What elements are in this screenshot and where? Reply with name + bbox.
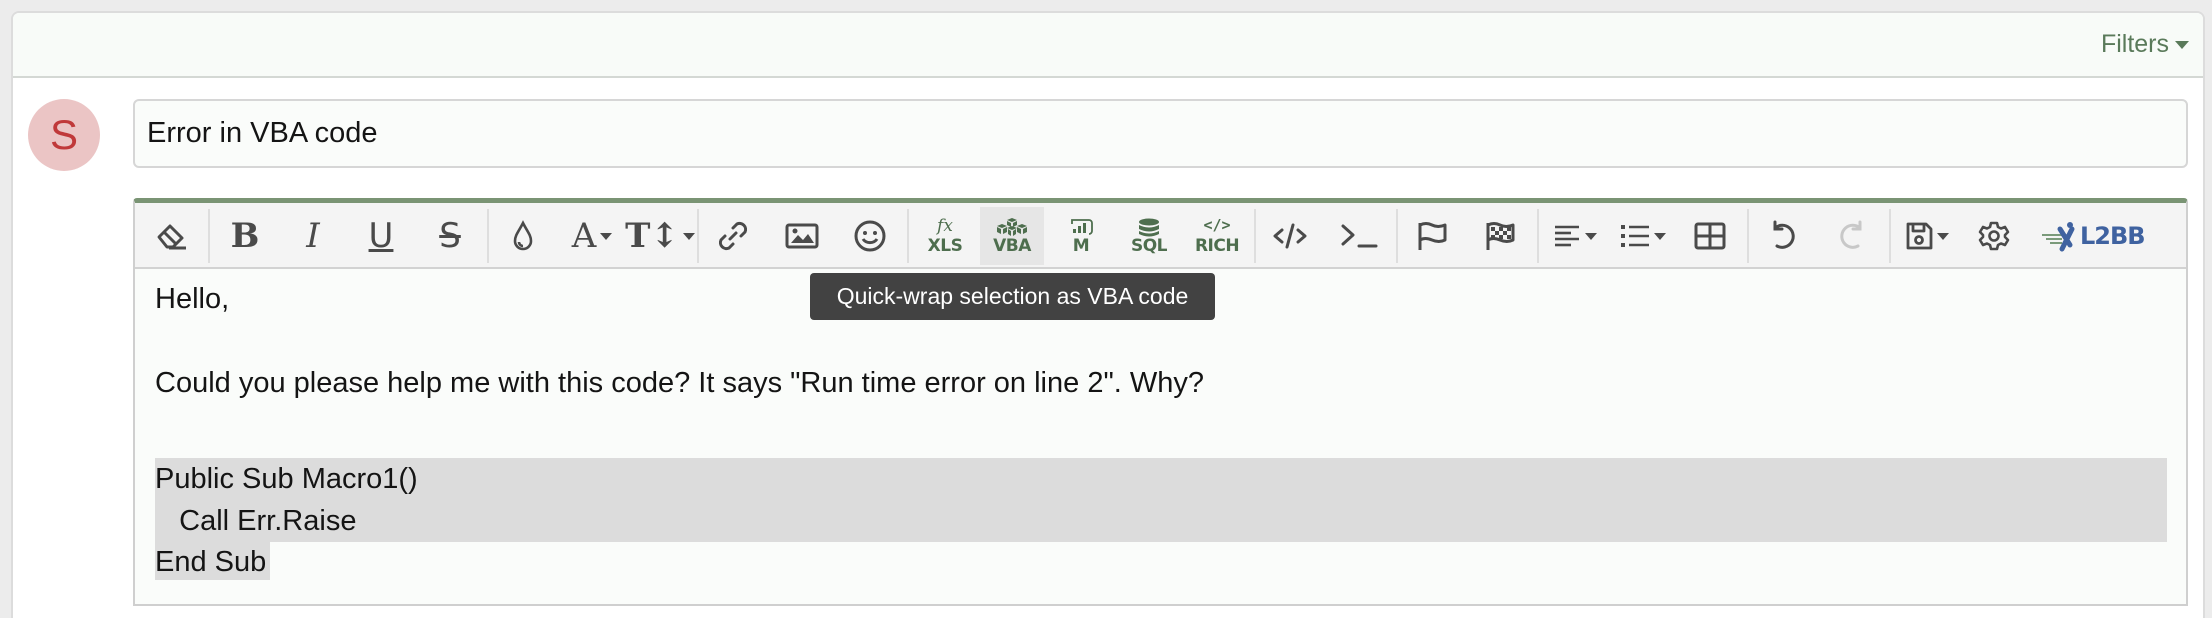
font-icon: A bbox=[571, 216, 597, 256]
m-button[interactable]: M bbox=[1049, 207, 1113, 265]
thread-title-input[interactable] bbox=[133, 99, 2188, 168]
filters-dropdown[interactable]: Filters bbox=[2101, 30, 2189, 59]
selection-highlight bbox=[155, 542, 270, 580]
toolbar-separator bbox=[487, 209, 489, 263]
sql-button[interactable]: SQL bbox=[1117, 207, 1181, 265]
tooltip-text: Quick-wrap selection as VBA code bbox=[836, 283, 1189, 309]
database-sql-icon: SQL bbox=[1131, 218, 1168, 255]
checkered-flag-icon bbox=[1486, 222, 1515, 250]
toolbar-separator bbox=[907, 209, 909, 263]
code-line: Call Err.Raise bbox=[155, 505, 357, 537]
redo-icon bbox=[1840, 220, 1862, 249]
settings-button[interactable] bbox=[1962, 207, 2026, 265]
editor-line: Could you please help me with this code?… bbox=[155, 367, 1204, 399]
editor-content-area[interactable]: Hello, Could you please help me with thi… bbox=[135, 271, 2186, 604]
avatar-initial: S bbox=[49, 111, 78, 158]
font-size-button[interactable]: T↕ bbox=[625, 207, 695, 265]
italic-button[interactable]: I bbox=[281, 207, 345, 265]
inline-spoiler-button[interactable] bbox=[1468, 207, 1532, 265]
table-icon bbox=[1694, 222, 1726, 250]
underline-button[interactable]: U bbox=[349, 207, 413, 265]
italic-icon: I bbox=[306, 216, 320, 256]
insert-image-button[interactable] bbox=[770, 207, 834, 265]
filters-label: Filters bbox=[2100, 30, 2169, 58]
toolbar-separator bbox=[1889, 209, 1891, 263]
vba-cubes-icon: VBA bbox=[993, 217, 1031, 255]
xl2bb-speed-lines-icon bbox=[2042, 222, 2075, 252]
terminal-icon bbox=[1341, 224, 1378, 248]
strikethrough-icon: S bbox=[439, 216, 461, 256]
toolbar-separator bbox=[208, 209, 210, 263]
rich-button[interactable]: </>RICH bbox=[1185, 207, 1249, 265]
text-size-icon: T↕ bbox=[625, 216, 679, 256]
undo-icon bbox=[1773, 220, 1795, 249]
rich-code-icon: </>RICH bbox=[1194, 215, 1240, 256]
vba-button[interactable]: VBA bbox=[980, 207, 1044, 265]
xl2bb-logo[interactable]: L2BB bbox=[2040, 211, 2170, 261]
strikethrough-button[interactable]: S bbox=[418, 207, 482, 265]
vba-tooltip: Quick-wrap selection as VBA code bbox=[810, 273, 1215, 320]
toolbar-separator bbox=[1537, 209, 1539, 263]
powerbi-m-icon: M bbox=[1067, 218, 1095, 255]
remove-formatting-button[interactable] bbox=[140, 207, 204, 265]
code-icon bbox=[1273, 223, 1307, 249]
code-line: End Sub bbox=[155, 546, 267, 578]
toolbar-separator bbox=[1396, 209, 1398, 263]
selection-highlight bbox=[155, 458, 2167, 542]
link-icon bbox=[718, 221, 748, 251]
code-line: Public Sub Macro1() bbox=[155, 463, 418, 495]
avatar[interactable]: S bbox=[28, 99, 100, 171]
spoiler-button[interactable] bbox=[1400, 207, 1464, 265]
editor-line: Hello, bbox=[155, 283, 230, 315]
align-left-icon bbox=[1555, 225, 1579, 247]
flag-icon bbox=[1418, 222, 1447, 250]
inline-code-button[interactable] bbox=[1327, 207, 1391, 265]
drafts-button[interactable] bbox=[1895, 207, 1959, 265]
gear-icon bbox=[1978, 221, 2010, 251]
caret-down-icon bbox=[1585, 232, 1597, 240]
eraser-icon bbox=[157, 224, 186, 250]
toolbar-separator bbox=[1747, 209, 1749, 263]
bold-icon: B bbox=[230, 216, 260, 256]
list-button[interactable] bbox=[1611, 207, 1675, 265]
code-button[interactable] bbox=[1258, 207, 1322, 265]
insert-table-button[interactable] bbox=[1678, 207, 1742, 265]
text-color-button[interactable] bbox=[491, 207, 555, 265]
toolbar-separator bbox=[697, 209, 699, 263]
alignment-button[interactable] bbox=[1543, 207, 1607, 265]
caret-down-icon bbox=[600, 232, 613, 240]
underline-icon: U bbox=[368, 216, 394, 256]
caret-down-icon bbox=[1654, 232, 1666, 240]
smile-icon bbox=[854, 220, 886, 252]
bold-button[interactable]: B bbox=[213, 207, 277, 265]
panel-header: Filters bbox=[13, 13, 2203, 78]
list-icon bbox=[1621, 225, 1649, 247]
smilies-button[interactable] bbox=[838, 207, 902, 265]
droplet-icon bbox=[513, 220, 533, 251]
font-family-button[interactable]: A bbox=[560, 207, 624, 265]
caret-down-icon bbox=[682, 232, 695, 240]
toolbar-separator bbox=[1254, 209, 1256, 263]
save-icon bbox=[1906, 222, 1933, 250]
caret-down-icon bbox=[1937, 232, 1949, 240]
image-icon bbox=[785, 223, 819, 249]
insert-link-button[interactable] bbox=[701, 207, 765, 265]
redo-button[interactable] bbox=[1820, 207, 1884, 265]
caret-down-icon bbox=[2175, 40, 2189, 49]
undo-button[interactable] bbox=[1751, 207, 1815, 265]
